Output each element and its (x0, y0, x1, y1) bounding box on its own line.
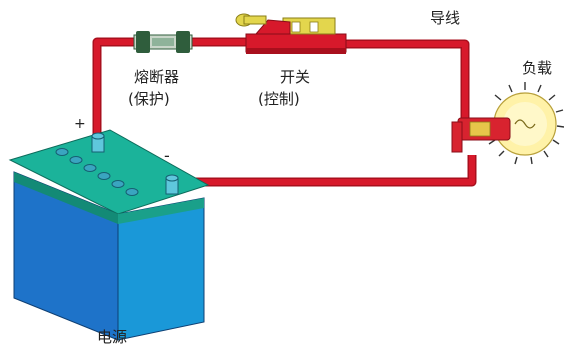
wire-label: 导线 (430, 9, 461, 27)
switch-label: 开关 (280, 68, 311, 86)
battery (8, 129, 210, 341)
fuse-sublabel: (保护) (128, 90, 170, 108)
wire (92, 37, 477, 187)
load-label: 负载 (522, 59, 553, 77)
switch-sublabel: (控制) (258, 90, 300, 108)
minus-sign: - (164, 146, 170, 165)
fuse (133, 31, 193, 53)
switch (235, 13, 347, 54)
bulb (451, 82, 564, 165)
fuse-label: 熔断器 (134, 68, 180, 86)
plus-sign: + (74, 116, 86, 132)
power-label: 电源 (97, 328, 128, 346)
